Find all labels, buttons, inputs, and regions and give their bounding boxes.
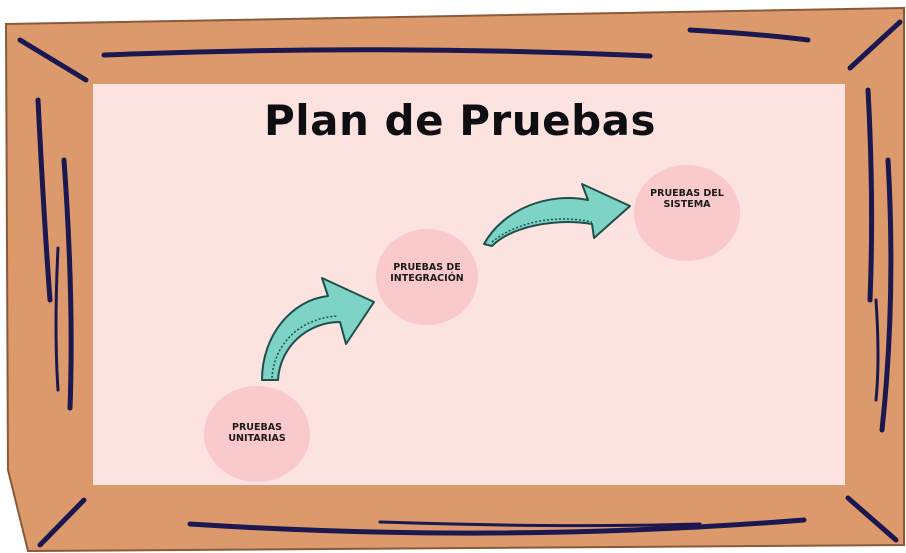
node-pruebas-sistema: PRUEBAS DEL SISTEMA bbox=[634, 165, 740, 261]
node-label: PRUEBAS DEL SISTEMA bbox=[650, 188, 724, 210]
stroke-bottom-right-diag bbox=[845, 495, 899, 543]
stroke-right-2 bbox=[879, 157, 894, 433]
stroke-bottom-mid bbox=[378, 520, 702, 528]
node-label: PRUEBAS DE INTEGRACIÓN bbox=[390, 262, 464, 284]
curved-arrow-icon bbox=[261, 277, 375, 381]
curved-arrow-body bbox=[261, 277, 375, 381]
stroke-bottom-long bbox=[187, 517, 807, 536]
stroke-left-1 bbox=[35, 97, 53, 303]
curved-arrow-body bbox=[483, 183, 631, 247]
curved-arrow-shade bbox=[271, 315, 339, 379]
stroke-left-2 bbox=[61, 157, 74, 411]
stroke-top-right bbox=[687, 27, 811, 43]
stroke-right-3 bbox=[874, 298, 880, 402]
curved-arrow-shade bbox=[491, 218, 593, 243]
stroke-top-right-diag bbox=[847, 19, 903, 71]
stroke-bottom-left-diag bbox=[37, 497, 87, 548]
page-title: Plan de Pruebas bbox=[263, 96, 656, 145]
stroke-left-3 bbox=[54, 246, 60, 392]
decorative-strokes bbox=[17, 19, 903, 548]
stroke-top-long bbox=[101, 47, 653, 59]
curved-arrow-icon bbox=[483, 183, 631, 247]
stroke-top-left-diag bbox=[17, 37, 89, 83]
node-pruebas-integracion: PRUEBAS DE INTEGRACIÓN bbox=[376, 229, 478, 325]
node-pruebas-unitarias: PRUEBAS UNITARIAS bbox=[204, 386, 310, 482]
stroke-right-1 bbox=[865, 87, 875, 303]
node-label: PRUEBAS UNITARIAS bbox=[228, 422, 286, 444]
